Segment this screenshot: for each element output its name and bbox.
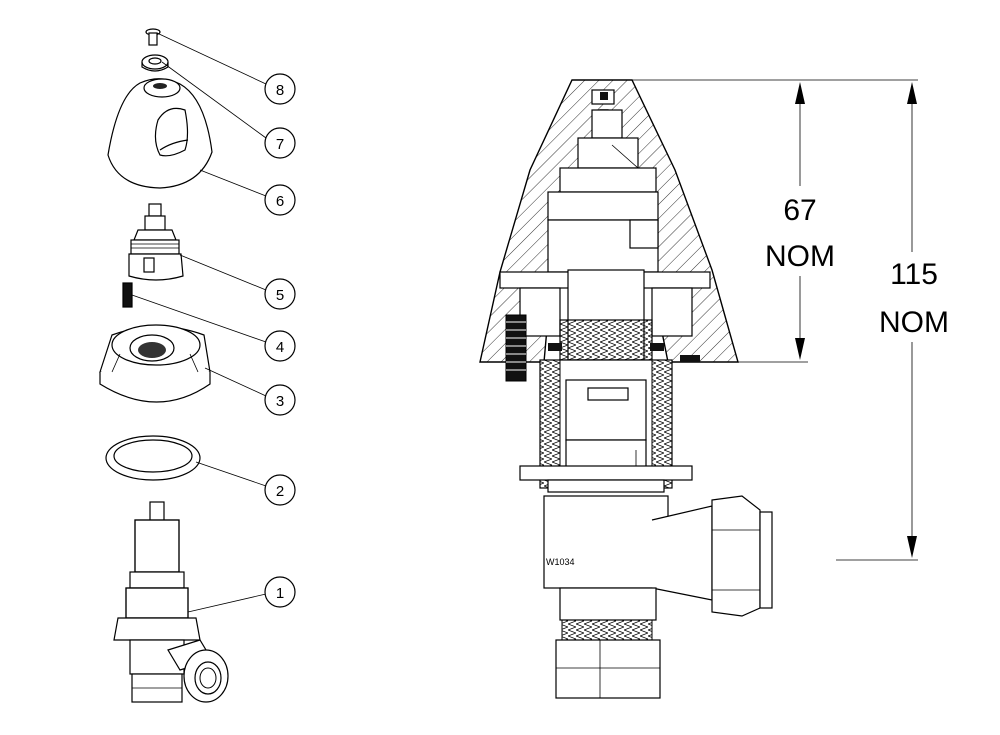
dim-115-value: 115 — [890, 258, 938, 291]
part-4-grub-screw — [122, 282, 133, 308]
section-lower-body: W1034 — [543, 495, 773, 699]
section-spindle — [548, 269, 700, 362]
part-3-shroud — [99, 324, 211, 403]
callout-8-circle — [264, 73, 296, 105]
dim-67-value: 67 — [783, 194, 816, 227]
callout-5-circle — [264, 278, 296, 310]
callout-8-label: 8 — [276, 82, 284, 99]
section-threaded-body — [519, 359, 693, 493]
callout-5-label: 5 — [276, 287, 284, 304]
callouts: 8 7 6 5 4 3 2 1 — [131, 32, 296, 613]
callout-4-label: 4 — [276, 339, 284, 356]
dim-115-unit: NOM — [879, 306, 949, 339]
callout-3-label: 3 — [276, 393, 284, 410]
section-grub-screw — [505, 314, 527, 382]
callout-7-circle — [264, 127, 296, 159]
part-7-washer — [141, 54, 169, 72]
dimensions: 67 NOM 115 NOM — [632, 79, 956, 561]
body-marking: W1034 — [546, 557, 575, 567]
part-8-screw — [145, 28, 161, 46]
exploded-view: 8 7 6 5 4 3 2 1 — [99, 28, 296, 703]
callout-1-label: 1 — [276, 585, 284, 602]
callout-3-circle — [264, 384, 296, 416]
callout-2-circle — [264, 474, 296, 506]
callout-6-label: 6 — [276, 193, 284, 210]
part-6-handle-cap — [107, 78, 213, 189]
part-1-valve-body — [113, 501, 229, 703]
dim-67-unit: NOM — [765, 240, 835, 273]
part-2-ring — [105, 435, 201, 481]
part-5-cartridge — [128, 203, 184, 281]
callout-2-label: 2 — [276, 483, 284, 500]
callout-7-label: 7 — [276, 136, 284, 153]
callout-6-circle — [264, 184, 296, 216]
section-view: W1034 67 NOM 11 — [479, 79, 956, 699]
callout-1-circle — [264, 576, 296, 608]
callout-4-circle — [264, 330, 296, 362]
